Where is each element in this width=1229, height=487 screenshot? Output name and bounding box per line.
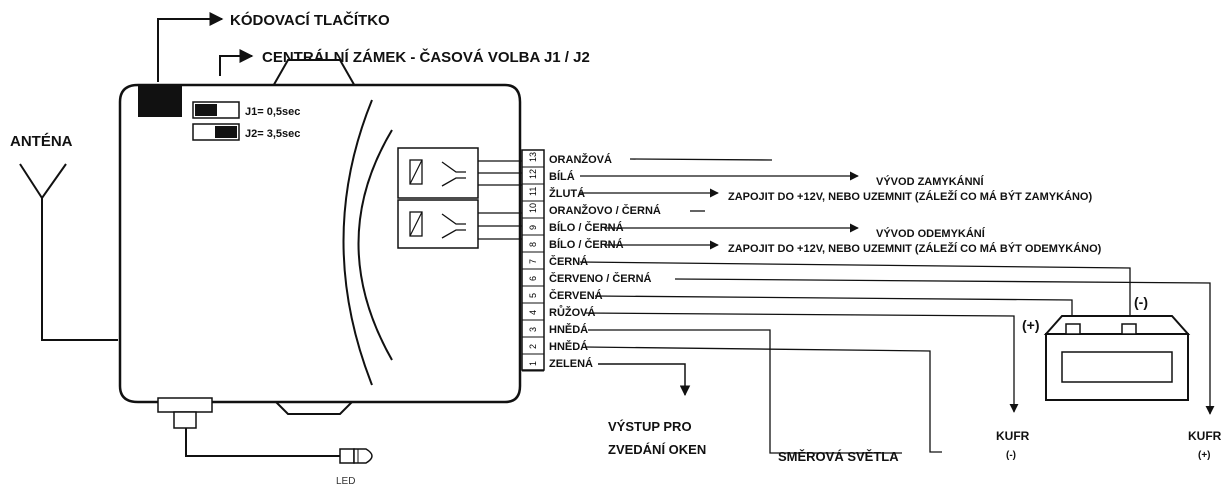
wire-label: BÍLO / ČERNÁ: [549, 238, 624, 251]
jumper-j2-label: J2= 3,5sec: [245, 128, 300, 140]
trunk-minus-label: KUFR: [996, 429, 1030, 443]
window-output-label-1: VÝSTUP PRO: [608, 419, 692, 434]
trunk-plus-sign: (+): [1198, 450, 1211, 461]
pin-number: 3: [528, 327, 538, 332]
wire-routes: [579, 158, 1215, 454]
coding-button-callout: KÓDOVACÍ TLAČÍTKO: [157, 11, 390, 82]
wire-label: HNĚDÁ: [549, 323, 588, 336]
relay-unlock: [397, 199, 479, 249]
pin-number: 7: [528, 259, 538, 264]
wire-label: BÍLO / ČERNÁ: [549, 221, 624, 234]
pin-number: 2: [528, 344, 538, 349]
turn-signals-label: SMĚROVÁ SVĚTLA: [778, 449, 899, 464]
pin-number: 11: [528, 187, 538, 196]
pin-number: 6: [528, 276, 538, 281]
unlock-output-label: VÝVOD ODEMYKÁNÍ: [876, 227, 986, 240]
central-lock-label: CENTRÁLNÍ ZÁMEK - ČASOVÁ VOLBA J1 / J2: [262, 48, 590, 66]
led: LED: [157, 397, 373, 487]
pin-number: 13: [528, 152, 538, 162]
led-label: LED: [336, 476, 355, 487]
battery-minus-label: (-): [1134, 294, 1148, 310]
pin-connector: 13 12 11 10 9 8 7 6 5 4 3 2 1: [521, 149, 545, 372]
relay-lock: [397, 147, 479, 199]
lock-output-label: VÝVOD ZAMYKÁNNÍ: [876, 175, 985, 188]
pin-number: 4: [528, 310, 538, 315]
central-lock-callout: CENTRÁLNÍ ZÁMEK - ČASOVÁ VOLBA J1 / J2: [219, 48, 590, 76]
battery: (+) (-): [1022, 294, 1191, 401]
pin-number: 8: [528, 242, 538, 247]
wire-label: ORANŽOVÁ: [549, 153, 612, 166]
wire-label: ŽLUTÁ: [549, 187, 585, 200]
wire-label: ČERNÁ: [549, 255, 588, 268]
wire-label: ČERVENÁ: [549, 289, 603, 302]
jumper-j1-label: J1= 0,5sec: [245, 106, 300, 118]
antenna: ANTÉNA: [10, 133, 118, 341]
unlock-connect-label: ZAPOJIT DO +12V, NEBO UZEMNIT (ZÁLEŽÍ CO…: [728, 242, 1102, 255]
pin-number: 10: [528, 203, 538, 213]
lock-connect-label: ZAPOJIT DO +12V, NEBO UZEMNIT (ZÁLEŽÍ CO…: [728, 190, 1092, 203]
window-output-label-2: ZVEDÁNÍ OKEN: [608, 442, 706, 457]
wire-label: RŮŽOVÁ: [549, 305, 596, 319]
coding-button-label: KÓDOVACÍ TLAČÍTKO: [230, 11, 390, 29]
wire-label: ZELENÁ: [549, 357, 593, 370]
wire-label: ORANŽOVO / ČERNÁ: [549, 204, 661, 217]
trunk-minus-sign: (-): [1006, 450, 1016, 461]
wire-label: BÍLÁ: [549, 170, 575, 183]
pin-number: 9: [528, 225, 538, 230]
pin-number: 5: [528, 293, 538, 298]
trunk-plus-label: KUFR: [1188, 429, 1222, 443]
antenna-label: ANTÉNA: [10, 133, 73, 150]
pin-number: 1: [528, 361, 538, 366]
wire-label: HNĚDÁ: [549, 340, 588, 353]
wire-label: ČERVENO / ČERNÁ: [549, 272, 652, 285]
coding-button: [138, 85, 182, 117]
battery-plus-label: (+): [1022, 317, 1040, 333]
pin-number: 12: [528, 169, 538, 179]
led-bulb-icon: [353, 448, 373, 464]
wire-list: ORANŽOVÁ BÍLÁ ŽLUTÁ ORANŽOVO / ČERNÁ BÍLO / …: [549, 153, 661, 370]
